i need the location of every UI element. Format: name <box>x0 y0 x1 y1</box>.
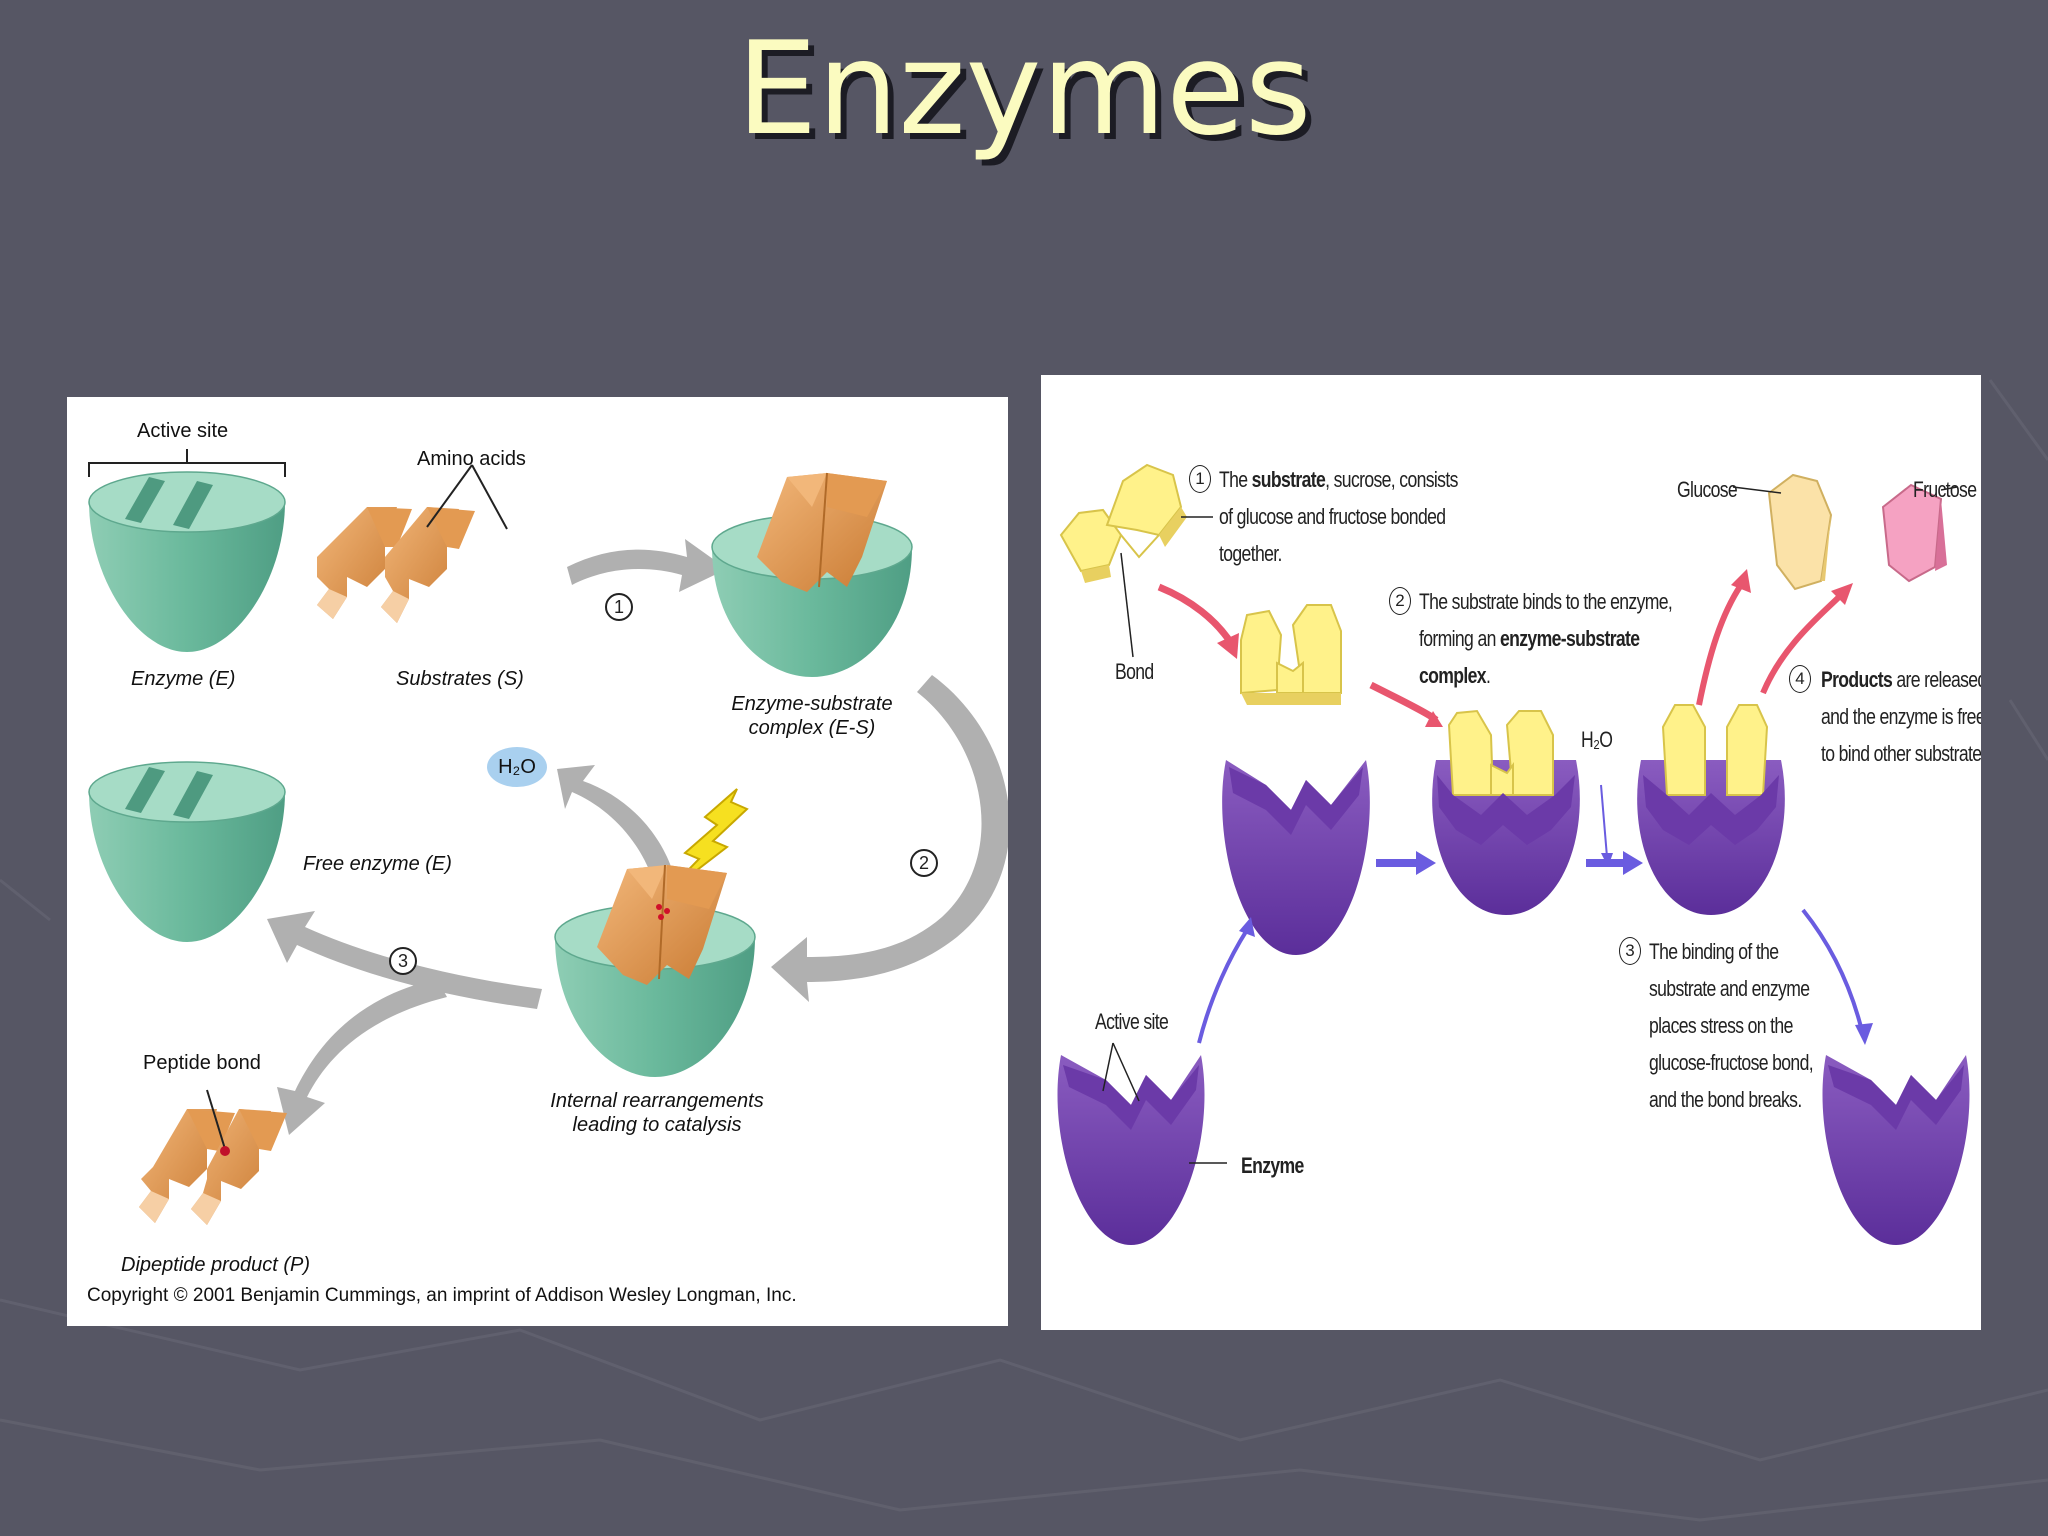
step-4-marker-right: 4 <box>1789 665 1811 693</box>
arrow-to-dipeptide <box>277 979 447 1135</box>
enzyme-shape-top <box>88 471 286 652</box>
substrate-middle-shape <box>1240 604 1342 705</box>
free-enzyme-shape <box>88 761 286 942</box>
step-3-marker: 3 <box>389 947 417 975</box>
sucrase-drawing <box>1057 463 1970 1245</box>
step-2-text: The substrate binds to the enzyme, formi… <box>1419 589 1673 688</box>
arrow-step-3 <box>267 911 542 1009</box>
internal-rearrangement-label-2: leading to catalysis <box>572 1114 742 1136</box>
copyright-text: Copyright © 2001 Benjamin Cummings, an i… <box>87 1285 797 1306</box>
water-label-right: H₂O <box>1581 727 1613 752</box>
enzyme-cycle-drawing: + <box>88 449 1008 1225</box>
water-bubble <box>487 747 547 787</box>
step-2-marker-right: 2 <box>1389 587 1411 615</box>
glucose-shape <box>1732 473 1833 591</box>
enzyme-label-right: Enzyme <box>1241 1153 1304 1178</box>
free-enzyme-label: Free enzyme (E) <box>303 853 452 875</box>
step-1-text: The substrate, sucrose, consists of gluc… <box>1219 467 1458 566</box>
amino-acids-label: Amino acids <box>417 448 526 470</box>
arrow-step-1 <box>567 539 727 592</box>
step-4-text: Products are released, and the enzyme is… <box>1821 667 1981 766</box>
arrow-glucose-release <box>1696 583 1744 706</box>
es-complex-shape <box>711 472 913 677</box>
enzyme-e-label: Enzyme (E) <box>131 668 236 690</box>
glucose-label: Glucose <box>1677 477 1738 502</box>
arrow-water-release <box>557 765 672 877</box>
es-complex-right-shape <box>1432 709 1580 915</box>
bond-label: Bond <box>1115 659 1154 684</box>
active-site-label-right: Active site <box>1095 1009 1169 1034</box>
step-2-marker: 2 <box>910 849 938 877</box>
step-3-marker-right: 3 <box>1619 937 1641 965</box>
arrow-step-2 <box>771 675 1008 1002</box>
arrow-water <box>1600 784 1608 858</box>
substrate-shapes <box>317 464 508 623</box>
step-1-marker: 1 <box>605 593 633 621</box>
peptide-bond-label: Peptide bond <box>143 1052 261 1074</box>
internal-rearrangement-label-1: Internal rearrangements <box>550 1090 764 1112</box>
sucrase-figure: 1 The substrate, sucrose, consists of gl… <box>1041 375 1981 1330</box>
slide-title: Enzymes <box>736 15 1312 164</box>
stressed-complex-shape <box>1637 704 1785 915</box>
fructose-shape <box>1881 483 1958 583</box>
dipeptide-label: Dipeptide product (P) <box>121 1254 310 1276</box>
enzyme-middle-shape <box>1222 760 1370 955</box>
enzyme-bottom-left-shape <box>1057 1042 1227 1245</box>
active-site-label: Active site <box>137 420 229 442</box>
es-complex-label-1: Enzyme-substrate <box>731 693 893 715</box>
internal-rearrangement-shape <box>554 864 756 1077</box>
step-1-marker-right: 1 <box>1189 465 1211 493</box>
dipeptide-shape <box>139 1089 287 1225</box>
enzyme-bottom-right-shape <box>1822 1055 1970 1245</box>
arrow-fructose-release <box>1760 592 1844 695</box>
es-complex-label-2: complex (E-S) <box>748 717 876 739</box>
arrow-substrate-to-enzyme <box>1157 583 1234 645</box>
arrow-to-free-enzyme <box>1801 908 1865 1036</box>
fructose-label: Fructose <box>1913 477 1977 502</box>
water-label: H₂O <box>498 756 536 778</box>
step-3-text: The binding of the substrate and enzyme … <box>1649 939 1814 1112</box>
active-site-bracket <box>88 449 286 477</box>
substrates-s-label: Substrates (S) <box>396 668 524 690</box>
arrow-enzyme-binds <box>1197 928 1249 1044</box>
enzyme-cycle-figure: + <box>67 397 1008 1326</box>
sucrose-shape <box>1059 463 1213 658</box>
